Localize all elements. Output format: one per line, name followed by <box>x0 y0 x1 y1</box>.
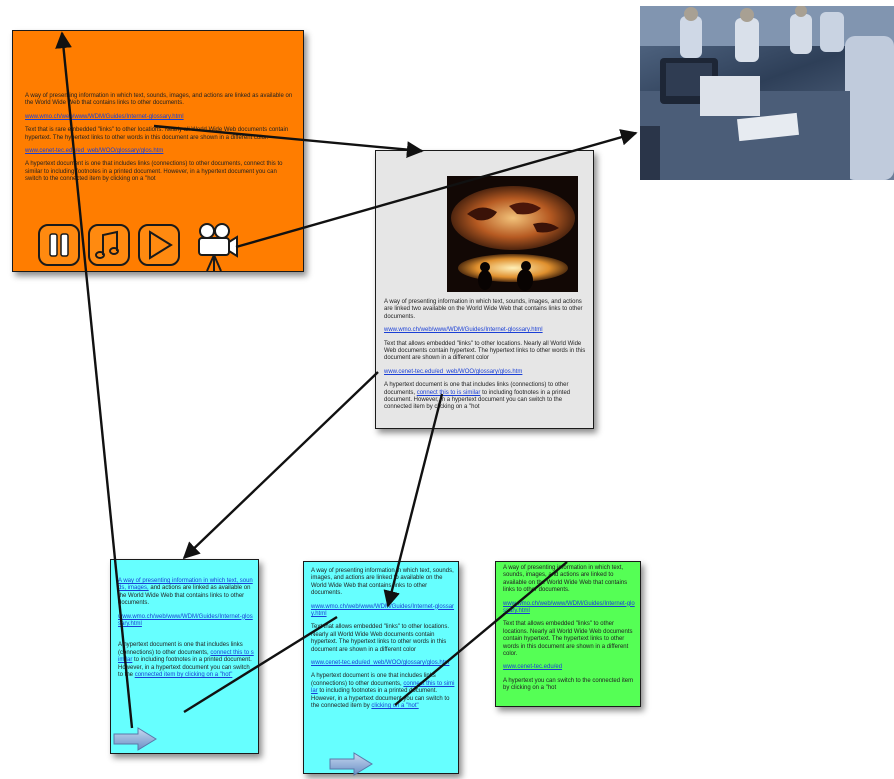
green-card-paragraph: A hypertext you can switch to the connec… <box>503 677 634 692</box>
cyan-card-1-link[interactable]: connected item by clicking on a "hot" <box>134 672 233 679</box>
green-card-link[interactable]: www.wmo.ch/web/www/WDM/Guides/Internet-g… <box>503 600 635 615</box>
cyan-card-1-paragraph: A hypertext document is one that include… <box>118 642 243 656</box>
cave-painting-art <box>447 176 578 292</box>
gray-card-link[interactable]: connect this to is similar <box>416 389 481 396</box>
orange-card-link[interactable]: www.cenet-tec.edu/ed_web/WOO/glossary/gl… <box>25 148 164 155</box>
music-note-icon[interactable] <box>88 224 130 266</box>
cyan-card-2-link[interactable]: clicking on a "hot" <box>371 703 419 710</box>
green-hypertext-card: A way of presenting information in which… <box>495 561 641 707</box>
cyan-card-1-link[interactable]: A way of presenting information in which… <box>118 578 253 592</box>
orange-card-paragraph: Text that is rare embedded "links" to ot… <box>25 127 289 141</box>
cyan-card-2-link[interactable]: www.cenet-tec.edu/ed_web/WOO/glossary/gl… <box>311 660 450 667</box>
cyan-card-2-link[interactable]: www.wmo.ch/web/www/WDM/Guides/Internet-g… <box>311 603 455 618</box>
movie-camera-icon[interactable] <box>198 223 238 271</box>
gray-card-paragraph: Text that allows embedded "links" to oth… <box>384 340 586 362</box>
cyan-card-2-paragraph: A hypertext document is one that include… <box>311 673 436 687</box>
orange-card-paragraph: A way of presenting information in which… <box>25 93 293 107</box>
cyan-card-1-paragraph: and actions are linked as available on t… <box>118 585 251 607</box>
green-card-paragraph: Text that allows embedded "links" to oth… <box>503 621 633 658</box>
connector-arrow-gray-to-cyan1 <box>182 371 379 560</box>
gray-card-paragraph: A hypertext document is one that include… <box>384 382 569 396</box>
orange-hypertext-card: A way of presenting information in which… <box>12 30 304 272</box>
media-controls <box>37 221 277 271</box>
cyan-card-1-link[interactable]: www.wmo.ch/web/www/WDM/Guides/Internet-g… <box>118 613 253 628</box>
meeting-photo-art <box>640 6 894 180</box>
orange-card-paragraph: A hypertext document is one that include… <box>25 161 283 183</box>
gray-card-link[interactable]: www.cenet-tec.edu/ed_web/WOO/glossary/gl… <box>384 368 523 375</box>
gray-card-link[interactable]: www.wmo.ch/web/www/WDM/Guides/Internet-g… <box>384 327 543 334</box>
play-icon[interactable] <box>138 224 180 266</box>
gray-card-text: A way of presenting information in which… <box>384 299 588 418</box>
cyan-card-2-paragraph: A way of presenting information in which… <box>311 568 454 597</box>
media-controls-svg <box>38 223 238 271</box>
green-card-paragraph: A way of presenting information in which… <box>503 565 628 594</box>
green-card-link[interactable]: www.cenet-tec.edu/ed <box>503 664 563 671</box>
cyan-card-2-paragraph: to including footnotes in a printed docu… <box>311 688 450 710</box>
gray-card-paragraph: A way of presenting information in which… <box>384 299 583 320</box>
green-card-text: A way of presenting information in which… <box>503 565 637 699</box>
pause-icon[interactable] <box>38 224 80 266</box>
orange-card-text: A way of presenting information in which… <box>25 93 295 190</box>
cyan-hypertext-card-2: A way of presenting information in which… <box>303 561 459 774</box>
cyan-card-1-text: A way of presenting information in which… <box>118 578 255 685</box>
orange-card-link[interactable]: www.wmo.ch/web/www/WDM/Guides/Internet-g… <box>25 113 184 120</box>
meeting-photo <box>640 6 894 180</box>
next-arrow-icon[interactable] <box>328 751 374 777</box>
next-arrow-icon[interactable] <box>112 726 158 752</box>
cave-painting-image <box>447 176 578 292</box>
cyan-card-2-text: A way of presenting information in which… <box>311 568 455 717</box>
cyan-hypertext-card-1: A way of presenting information in which… <box>110 559 259 754</box>
cyan-card-2-paragraph: Text that allows embedded "links" to oth… <box>311 624 449 653</box>
